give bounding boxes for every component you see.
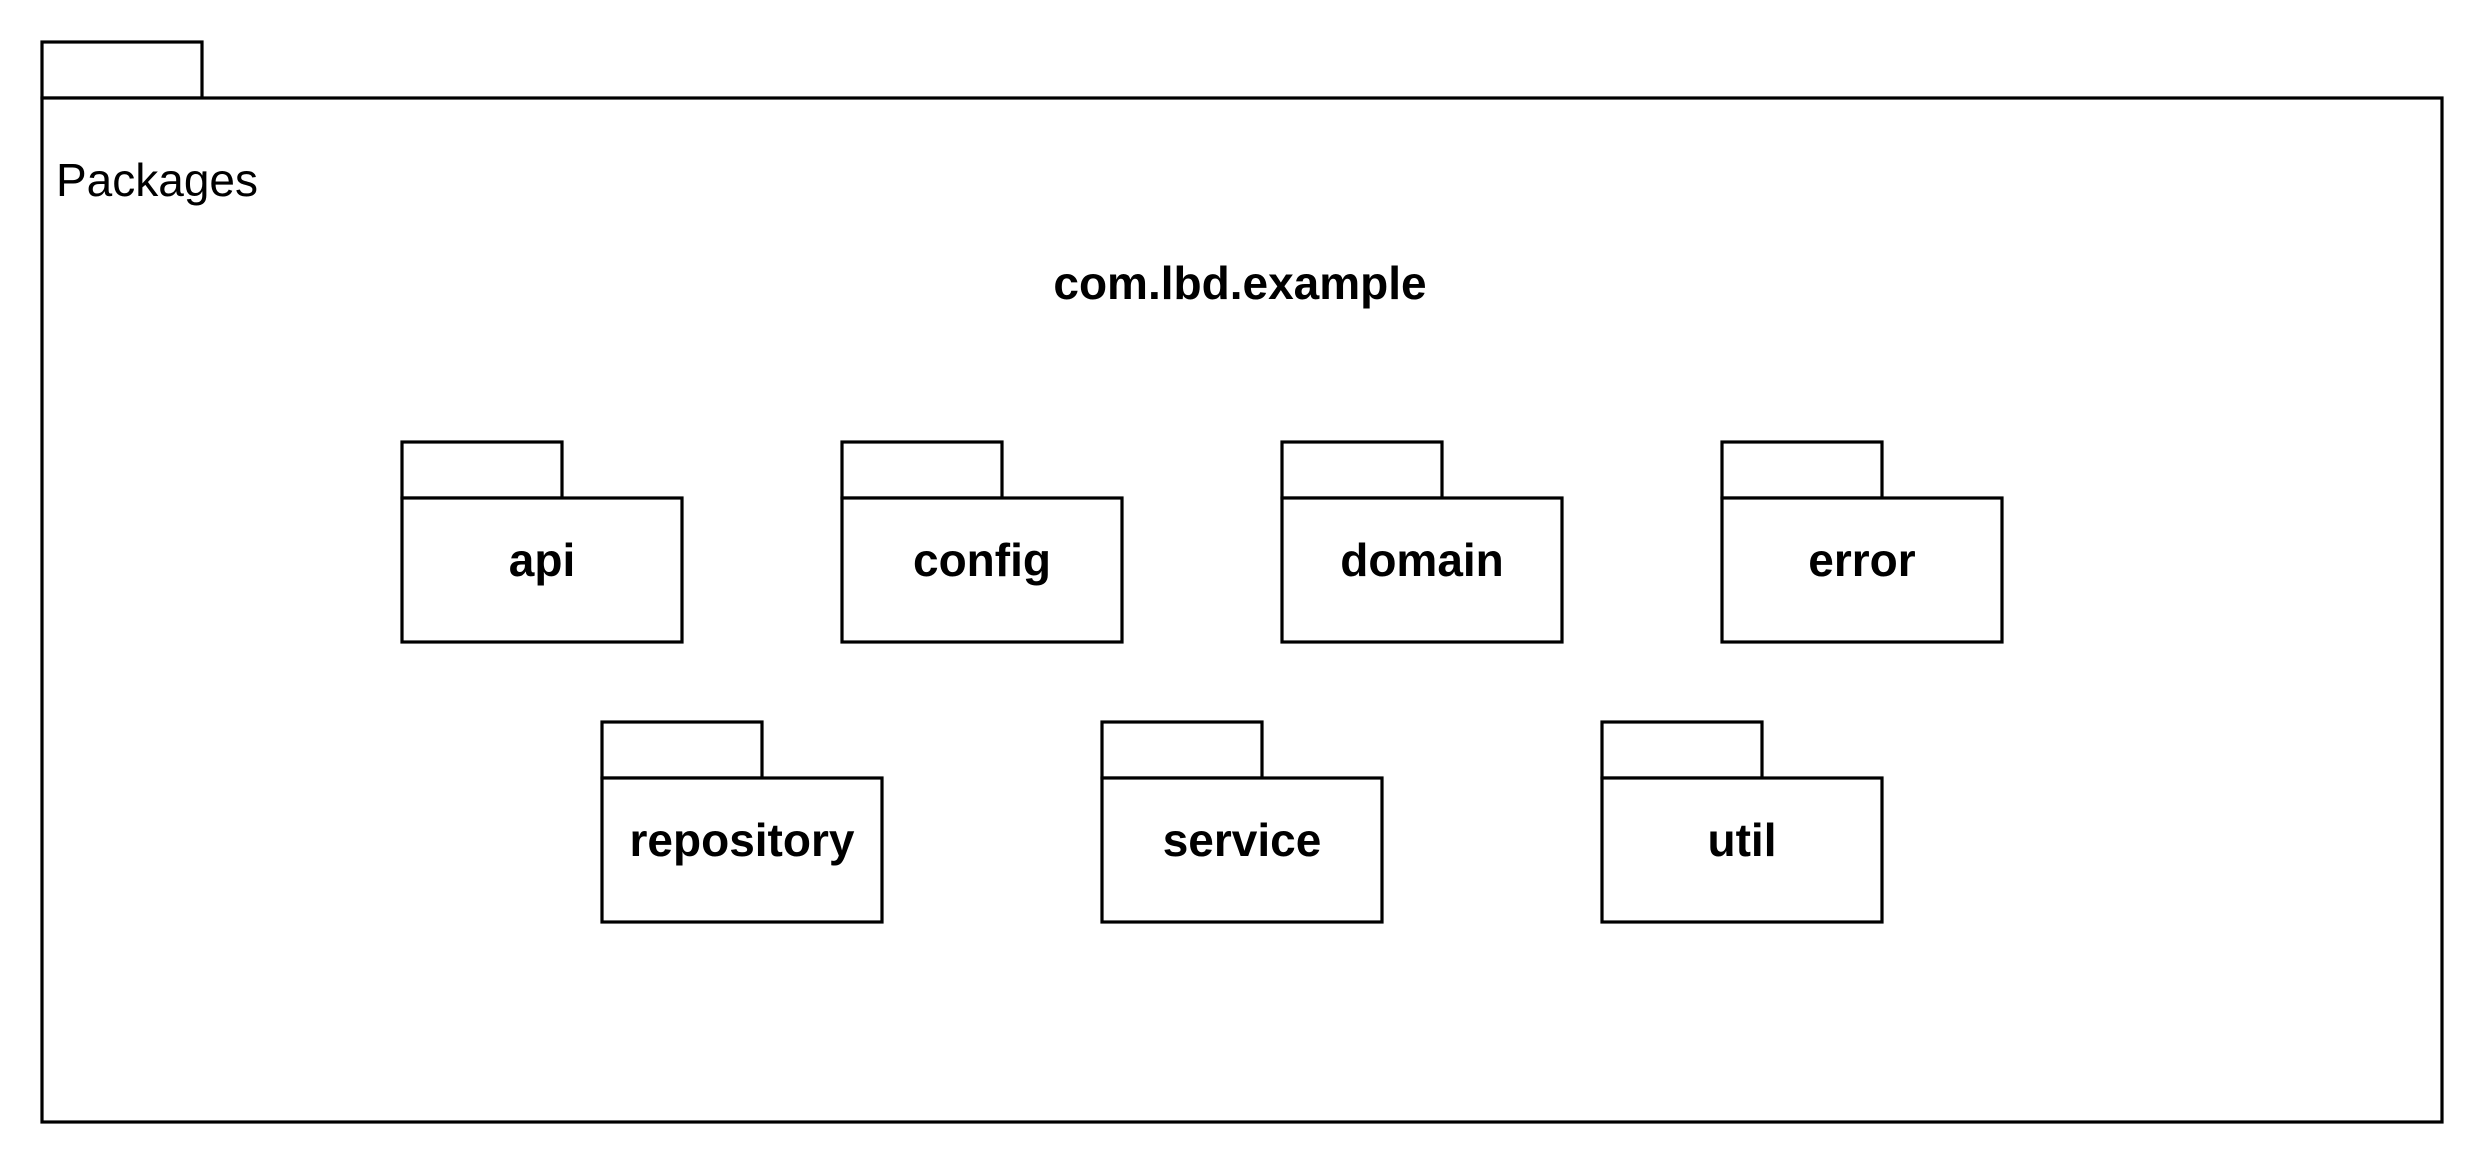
package-label: error xyxy=(1808,534,1915,586)
package-label: config xyxy=(913,534,1051,586)
package-domain[interactable]: domain xyxy=(1280,440,1564,644)
package-tab xyxy=(1720,440,1884,500)
package-tab xyxy=(1600,720,1764,780)
outer-package-tab xyxy=(40,40,204,100)
package-util[interactable]: util xyxy=(1600,720,1884,924)
package-body xyxy=(1100,776,1384,924)
package-tab xyxy=(840,440,1004,500)
package-label: service xyxy=(1163,814,1322,866)
package-body xyxy=(1720,496,2004,644)
namespace-title: com.lbd.example xyxy=(1053,257,1426,309)
package-body xyxy=(1280,496,1564,644)
package-config[interactable]: config xyxy=(840,440,1124,644)
package-repository[interactable]: repository xyxy=(600,720,884,924)
package-body xyxy=(840,496,1124,644)
package-tab xyxy=(1280,440,1444,500)
package-service[interactable]: service xyxy=(1100,720,1384,924)
package-label: repository xyxy=(630,814,855,866)
package-tab xyxy=(600,720,764,780)
outer-package-label: Packages xyxy=(56,154,258,206)
package-tab xyxy=(400,440,564,500)
package-label: domain xyxy=(1340,534,1504,586)
package-body xyxy=(400,496,684,644)
package-label: util xyxy=(1708,814,1777,866)
package-api[interactable]: api xyxy=(400,440,684,644)
package-tab xyxy=(1100,720,1264,780)
package-label: api xyxy=(509,534,575,586)
package-body xyxy=(1600,776,1884,924)
package-error[interactable]: error xyxy=(1720,440,2004,644)
package-body xyxy=(600,776,884,924)
